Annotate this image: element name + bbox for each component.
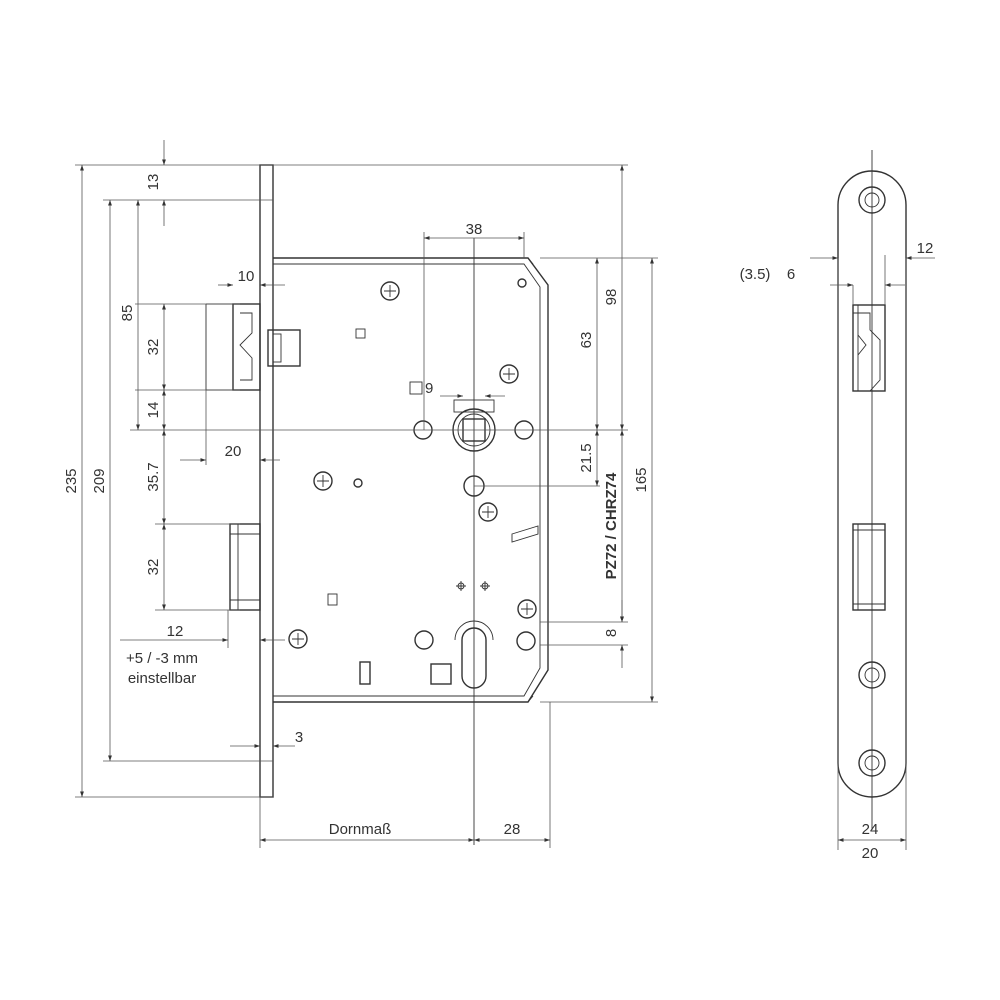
deadbolt-slot: [852, 523, 886, 611]
dim-63: 63: [578, 332, 595, 349]
dim-98: 98: [603, 289, 620, 306]
dim-20: 20: [225, 443, 242, 460]
dim-32-top: 32: [145, 339, 162, 356]
dim-8: 8: [603, 629, 620, 637]
lock-front-view: [205, 164, 549, 845]
dead-bolt: [229, 523, 261, 611]
adjust-note-line2: einstellbar: [128, 670, 196, 687]
cylinder-label: PZ72 / CHRZ74: [603, 472, 620, 579]
dim-35-7: 35.7: [145, 462, 162, 491]
adjust-note-line1: +5 / -3 mm: [126, 650, 198, 667]
latch-bolt: [205, 303, 301, 391]
square-icon: [409, 381, 423, 395]
dim-21-5: 21.5: [578, 443, 595, 472]
rivet-icon: [288, 281, 537, 649]
dim-20-bottom: 20: [862, 845, 879, 862]
dimension-lines: [75, 140, 658, 848]
dim-235: 235: [63, 468, 80, 493]
dim-12-left: 12: [167, 623, 184, 640]
dim-3: 3: [295, 729, 303, 746]
dim-10: 10: [238, 268, 255, 285]
dim-9: 9: [425, 380, 433, 397]
dim-209: 209: [91, 468, 108, 493]
dim-28: 28: [504, 821, 521, 838]
dim-85: 85: [119, 305, 136, 322]
lock-case: [273, 257, 549, 703]
dim-38: 38: [466, 221, 483, 238]
dim-13: 13: [145, 174, 162, 191]
dim-3-5: (3.5): [740, 266, 771, 283]
screw-hole-icon: [858, 186, 886, 777]
faceplate-side-view: (3.5) 6 12 24 20: [740, 150, 935, 862]
latch-slot: [852, 304, 886, 392]
dim-24: 24: [862, 821, 879, 838]
dim-12-right: 12: [917, 240, 934, 257]
face-plate: [259, 164, 274, 798]
dim-32-bottom: 32: [145, 559, 162, 576]
dim-6: 6: [787, 266, 795, 283]
dim-dornmass: Dornmaß: [329, 821, 392, 838]
dim-165: 165: [633, 467, 650, 492]
dim-14: 14: [145, 402, 162, 419]
dimension-labels: 235 209 85 13 32 14 35.7 32 10 20 12 +5 …: [63, 174, 650, 838]
